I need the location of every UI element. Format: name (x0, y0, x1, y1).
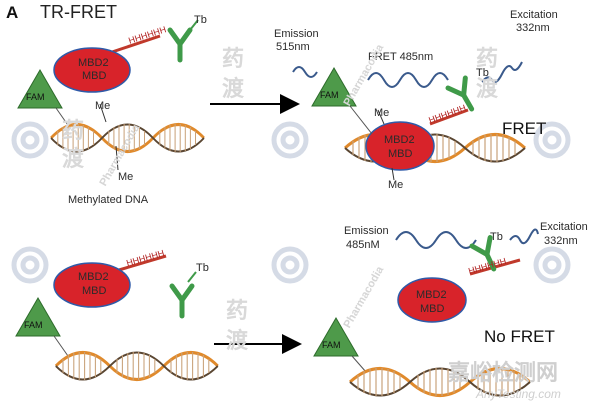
emission-wavelength-nofret: 485nM (346, 239, 380, 251)
methyl-top-label: Me (95, 100, 111, 112)
excitation-wavelength-nofret: 332nm (544, 235, 578, 247)
dna-caption: Methylated DNA (68, 194, 149, 206)
protein-label-bound-1: MBD2 (384, 134, 415, 146)
methyl-bottom-label-bound: Me (388, 179, 404, 191)
his-tag-line-unbound (111, 254, 167, 274)
his-tag-line-bound (429, 108, 469, 126)
excitation-label: Excitation (510, 9, 558, 21)
fam-label-bound: FAM (320, 90, 339, 100)
methyl-bottom-label: Me (118, 171, 134, 183)
mbd2-protein (53, 47, 131, 93)
protein-label-2: MBD (82, 70, 107, 82)
top-right-scene (292, 61, 527, 181)
excitation-label-nofret: Excitation (540, 221, 588, 233)
mbd2-protein-bound (365, 121, 435, 171)
watermark-cn-7: 药 (226, 299, 249, 324)
protein-label-free-2: MBD (420, 303, 445, 315)
fam-label-unbound: FAM (24, 320, 43, 330)
watermark-cn-4: 渡 (222, 77, 245, 102)
excitation-wavelength: 332nm (516, 22, 550, 34)
top-left-scene (17, 19, 206, 171)
tb-antibody-unbound (172, 286, 192, 316)
fam-label-free: FAM (322, 340, 341, 350)
fam-label: FAM (26, 92, 45, 102)
watermark-cn-8: 渡 (226, 329, 249, 354)
tb-label-nofret: Tb (490, 231, 503, 243)
fret-wave (367, 72, 449, 88)
bottom-right-scene (313, 228, 539, 398)
excitation-wave-nofret (509, 228, 539, 245)
tb-antibody (170, 30, 190, 60)
watermark-cn-2: 渡 (62, 147, 85, 172)
tb-label-unbound: Tb (196, 262, 209, 274)
mbd2-protein-free (397, 277, 467, 323)
emission-label-nofret: Emission (344, 225, 389, 237)
his-tag-line (111, 34, 161, 54)
site-watermark-en: AnyTesting.com (476, 387, 561, 401)
watermark-logos (11, 121, 571, 284)
protein-label-bound-2: MBD (388, 148, 413, 160)
watermark-cn-6: 渡 (476, 77, 499, 102)
emission-wave (292, 66, 318, 78)
watermark-cn-5: 药 (476, 47, 499, 72)
watermark-cn-3: 药 (222, 47, 245, 72)
watermark-cn-1: 药 (62, 119, 85, 144)
protein-label-unbound-1: MBD2 (78, 271, 109, 283)
diagram-title: TR-FRET (40, 2, 117, 22)
bottom-left-scene (15, 254, 220, 382)
protein-label-1: MBD2 (78, 57, 109, 69)
emission-label: Emission (274, 28, 319, 40)
no-fret-result-label: No FRET (484, 327, 555, 346)
tb-label-bound: Tb (476, 67, 489, 79)
unmethylated-dna (54, 350, 220, 382)
fam-acceptor (17, 69, 63, 109)
site-watermark-cn: 嘉峪检测网 (448, 361, 559, 386)
tb-label: Tb (194, 14, 207, 26)
mbd2-protein-unbound (53, 262, 131, 308)
protein-label-unbound-2: MBD (82, 285, 107, 297)
emission-wave-nofret (395, 231, 477, 249)
fam-acceptor-bound (311, 67, 357, 107)
protein-label-free-1: MBD2 (416, 289, 447, 301)
excitation-wave (481, 61, 523, 83)
fret-wave-label: FRET 485nm (368, 51, 434, 63)
emission-wavelength: 515nm (276, 41, 310, 53)
methyl-top-label-bound: Me (374, 107, 390, 119)
fam-acceptor-unbound (15, 297, 61, 337)
fret-result-label: FRET (502, 119, 547, 138)
fam-acceptor-free (313, 317, 359, 357)
panel-label: A (6, 3, 19, 22)
